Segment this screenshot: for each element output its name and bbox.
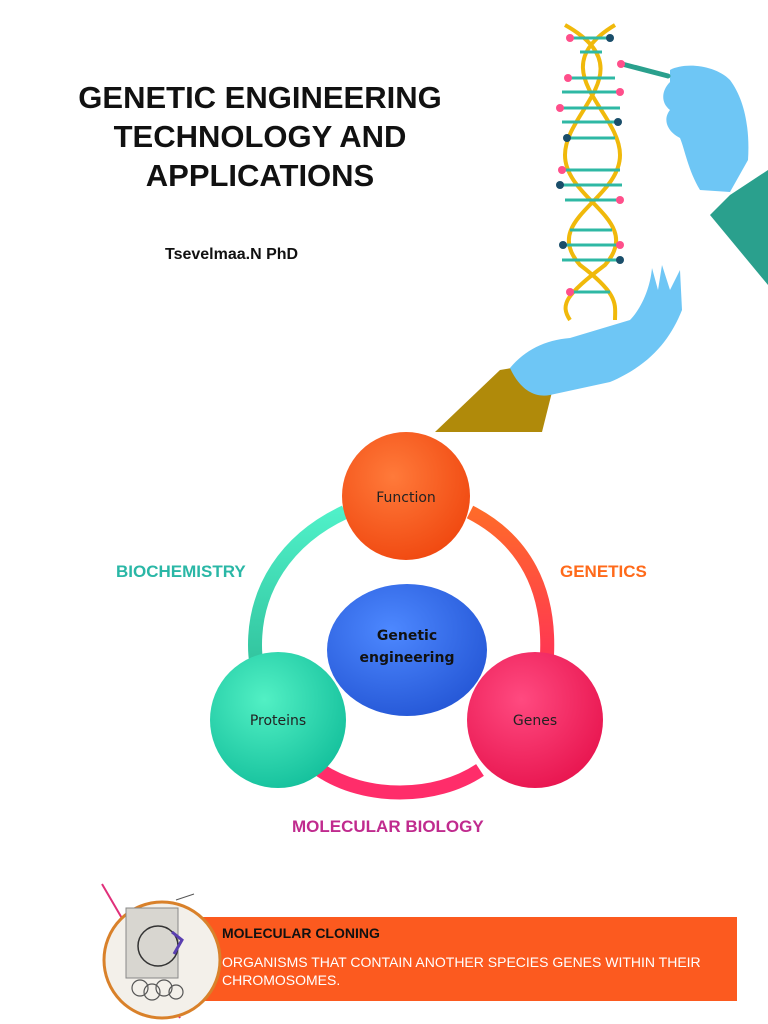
tweezer-tip	[617, 60, 625, 68]
proteins-node: Proteins	[210, 652, 346, 788]
dna-helix-icon	[556, 23, 624, 322]
plasmid-cloning-image	[101, 883, 222, 1020]
function-node: Function	[342, 432, 470, 560]
banner-title: MOLECULAR CLONING	[222, 925, 380, 941]
lower-hand	[510, 265, 682, 396]
title-line-3: APPLICATIONS	[145, 158, 375, 193]
upper-hand	[663, 65, 749, 192]
genetics-label: GENETICS	[560, 562, 647, 581]
title-line-1: GENETIC ENGINEERING	[78, 80, 442, 115]
genes-label: Genes	[513, 713, 557, 729]
dna-hands-illustration	[435, 23, 768, 432]
upper-arm-sleeve	[710, 170, 768, 285]
molecular-cloning-banner	[195, 917, 737, 1001]
biochemistry-label: BIOCHEMISTRY	[116, 562, 246, 581]
genetic-engineering-cycle-diagram: Function Genetic engineering Proteins Ge…	[210, 432, 603, 800]
center-node: Genetic engineering	[327, 584, 487, 716]
page-title: GENETIC ENGINEERING TECHNOLOGY AND APPLI…	[30, 78, 490, 195]
tweezer	[619, 61, 671, 79]
function-label: Function	[376, 490, 436, 506]
proteins-label: Proteins	[250, 713, 306, 729]
genes-node: Genes	[467, 652, 603, 788]
title-line-2: TECHNOLOGY AND	[113, 119, 407, 154]
author-name: Tsevelmaa.N PhD	[165, 246, 299, 263]
molecular-biology-label: MOLECULAR BIOLOGY	[292, 817, 484, 836]
center-label-line-1: Genetic	[377, 628, 437, 644]
molecular-biology-arc	[316, 764, 484, 800]
banner-text: ORGANISMS THAT CONTAIN ANOTHER SPECIES G…	[222, 954, 701, 988]
center-label-line-2: engineering	[360, 650, 455, 666]
